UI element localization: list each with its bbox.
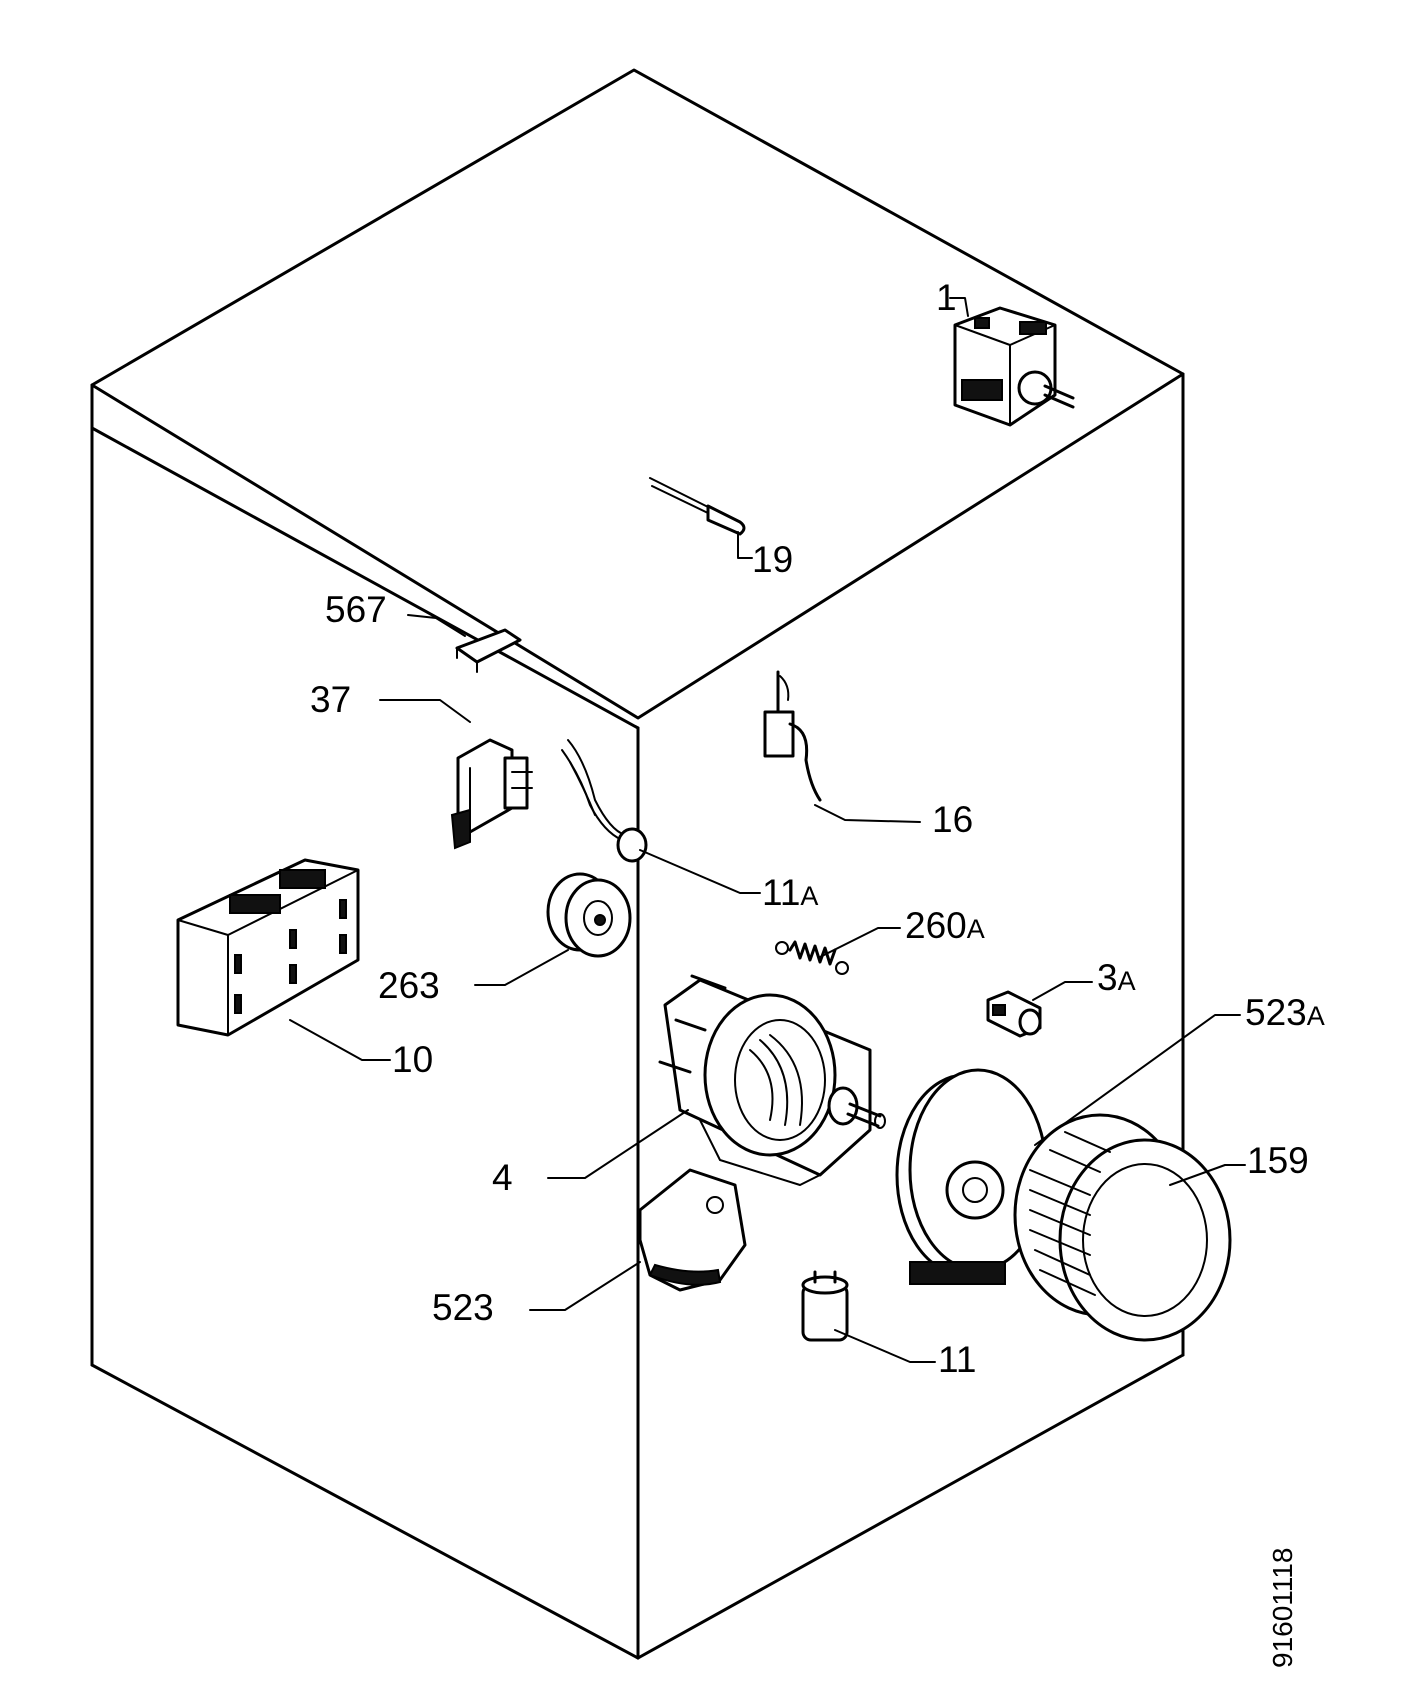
label-part-1: 1 xyxy=(936,277,957,318)
selector-switch-part xyxy=(953,306,1075,427)
label-part-523a: 523A xyxy=(1245,992,1325,1033)
filter-box-part xyxy=(176,858,360,1037)
label-part-10: 10 xyxy=(392,1039,433,1080)
label-part-523: 523 xyxy=(432,1287,494,1328)
drawing-number: 91601118 xyxy=(1267,1548,1298,1668)
cabinet-outline xyxy=(90,68,1185,1660)
pulley-part xyxy=(546,872,632,958)
motor-part xyxy=(658,974,886,1186)
temperature-sensor-part xyxy=(649,477,746,536)
label-part-567: 567 xyxy=(325,589,387,630)
motor-bracket-part xyxy=(638,1168,747,1292)
clip-part xyxy=(455,628,522,673)
label-part-37: 37 xyxy=(310,679,351,720)
label-part-19: 19 xyxy=(752,539,793,580)
capacitor-part xyxy=(801,1270,849,1342)
microswitch-part xyxy=(763,670,822,802)
label-part-11: 11 xyxy=(938,1339,976,1380)
fan-wheel-part xyxy=(1013,1113,1232,1342)
fan-housing-disc-part xyxy=(895,1068,1048,1285)
label-part-11a: 11A xyxy=(762,872,818,913)
label-part-263: 263 xyxy=(378,965,440,1006)
label-part-159: 159 xyxy=(1247,1140,1309,1181)
label-part-4: 4 xyxy=(492,1157,513,1198)
leader-lines xyxy=(289,297,1246,1363)
connector-block-part xyxy=(450,738,533,850)
thermostat-part xyxy=(986,990,1042,1038)
label-part-260a: 260A xyxy=(905,905,985,946)
label-part-16: 16 xyxy=(932,799,973,840)
tension-spring-part xyxy=(775,940,849,975)
wired-capacitor-part xyxy=(561,739,648,863)
callout-labels: 1 19 567 37 16 11A 260A 263 3A 523A 10 4… xyxy=(310,277,1325,1380)
label-part-3a: 3A xyxy=(1097,957,1136,998)
